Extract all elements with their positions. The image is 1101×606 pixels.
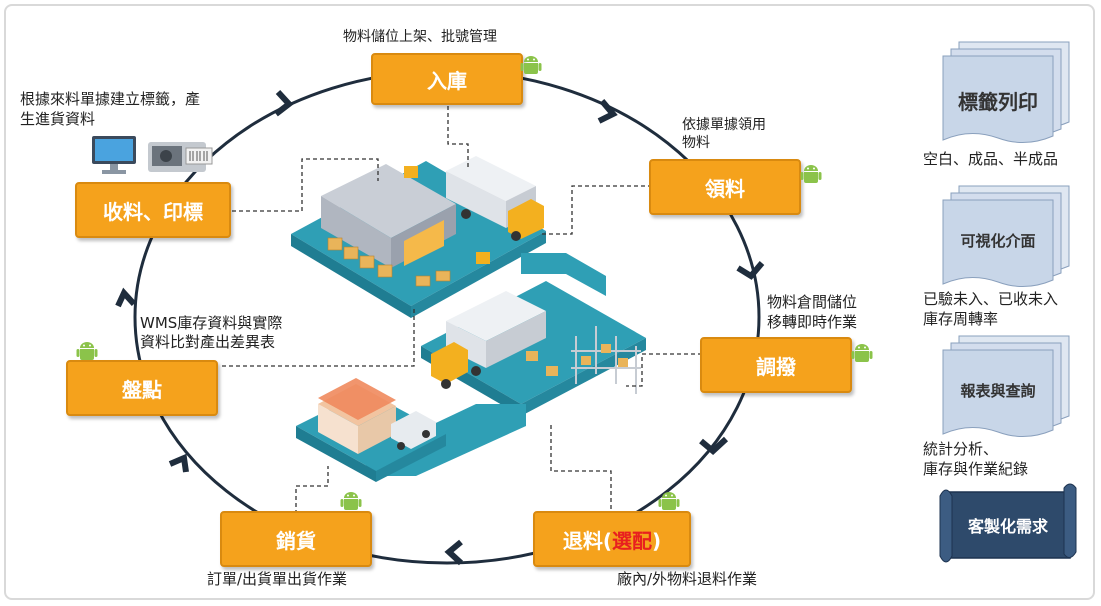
android-icon xyxy=(340,492,362,510)
transfer-caption-line-2: 移轉即時作業 xyxy=(767,313,858,331)
document-stack-icon xyxy=(942,185,1070,287)
station-transfer[interactable]: 調撥 xyxy=(700,337,852,393)
arrow-chevron-icon xyxy=(115,287,137,308)
cycle-arrows xyxy=(115,89,765,566)
issue-caption-line-1: 依據單據領用 xyxy=(682,117,766,133)
station-return-label: 退料(選配) xyxy=(563,525,661,554)
stocktake-caption-line-2: 資料比對產出差異表 xyxy=(140,333,276,351)
document-stack-icon xyxy=(942,335,1070,437)
arrow-chevron-icon xyxy=(168,453,189,473)
diagram-frame: 入庫 物料儲位上架、批號管理 領料 依據單據領用 物料 調撥 物料倉間儲位 移轉… xyxy=(4,4,1095,600)
visual-ui-caption-line-1: 已驗未入、已收未入 xyxy=(923,290,1059,308)
transfer-caption-line-1: 物料倉間儲位 xyxy=(767,293,858,311)
reports-caption-line-1: 統計分析、 xyxy=(923,440,999,458)
cycle-diagram xyxy=(115,69,765,566)
reports-doc-title: 報表與查詢 xyxy=(960,382,1036,400)
receiving-caption-line-2: 生進貨資料 xyxy=(20,110,96,128)
label-printer-icon xyxy=(148,142,213,172)
arrow-chevron-icon xyxy=(274,89,294,117)
inbound-caption: 物料儲位上架、批號管理 xyxy=(343,29,497,45)
android-icon xyxy=(520,56,542,74)
isometric-warehouse-illustration xyxy=(291,156,646,482)
station-sales[interactable]: 銷貨 xyxy=(220,511,372,567)
visual-ui-doc-title: 可視化介面 xyxy=(960,232,1036,250)
arrow-chevron-icon xyxy=(444,539,464,566)
scroll-icon xyxy=(939,483,1077,563)
return-caption: 廠內/外物料退料作業 xyxy=(617,570,758,588)
visual-ui-caption-line-2: 庫存周轉率 xyxy=(923,310,999,328)
station-issue-label: 領料 xyxy=(705,176,745,201)
station-inbound-label: 入庫 xyxy=(427,68,467,93)
computer-icon xyxy=(92,136,136,174)
stocktake-caption-line-1: WMS庫存資料與實際 xyxy=(140,314,283,332)
android-icon xyxy=(851,344,873,362)
station-return[interactable]: 退料(選配) xyxy=(533,511,691,567)
return-label-prefix: 退料( xyxy=(562,528,612,553)
arrow-chevron-icon xyxy=(699,436,729,455)
receiving-caption-line-1: 根據來料單據建立標籤，產 xyxy=(20,90,201,108)
station-stocktake-label: 盤點 xyxy=(122,377,162,402)
return-label-suffix: ) xyxy=(652,528,662,553)
station-receiving[interactable]: 收料、印標 xyxy=(75,182,231,238)
document-stack-icon xyxy=(942,41,1070,143)
station-receiving-label: 收料、印標 xyxy=(103,199,203,224)
arrow-chevron-icon xyxy=(736,261,765,280)
issue-caption-line-2: 物料 xyxy=(682,135,710,151)
android-icon xyxy=(800,165,822,183)
android-icon xyxy=(76,342,98,360)
label-print-caption: 空白、成品、半成品 xyxy=(923,150,1059,168)
station-transfer-label: 調撥 xyxy=(756,354,796,379)
reports-caption-line-2: 庫存與作業紀錄 xyxy=(923,460,1029,478)
station-stocktake[interactable]: 盤點 xyxy=(66,360,218,416)
station-sales-label: 銷貨 xyxy=(276,528,316,553)
arrow-chevron-icon xyxy=(597,99,618,124)
station-issue[interactable]: 領料 xyxy=(649,159,801,215)
return-label-highlight: 選配 xyxy=(612,528,652,553)
dashed-connectors xyxy=(222,106,702,516)
label-print-doc-title: 標籤列印 xyxy=(958,90,1038,114)
station-inbound[interactable]: 入庫 xyxy=(371,53,523,105)
android-icon xyxy=(658,492,680,510)
custom-requirement-label: 客製化需求 xyxy=(967,517,1048,536)
sales-caption: 訂單/出貨單出貨作業 xyxy=(207,570,348,588)
